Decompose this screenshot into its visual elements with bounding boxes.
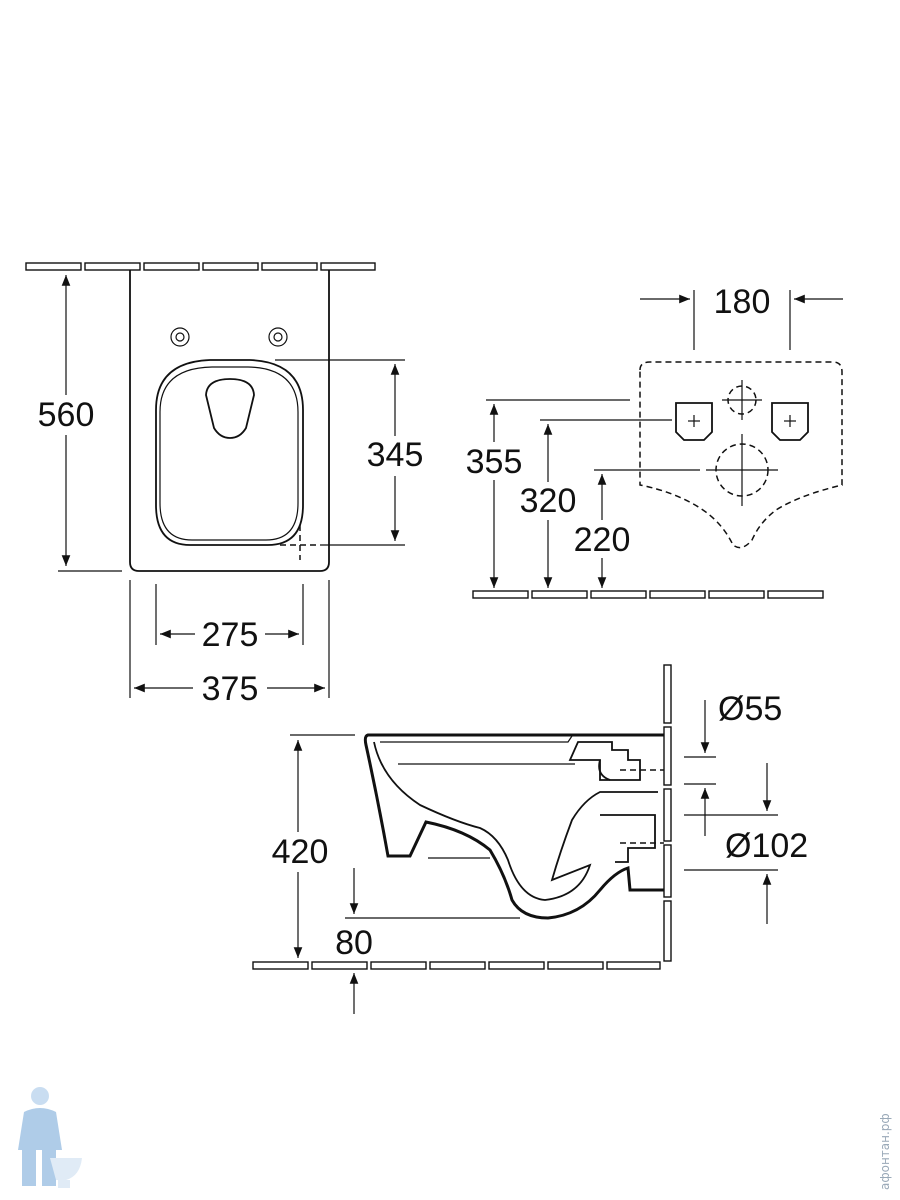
dim-80-label: 80 bbox=[335, 924, 373, 962]
dim-d102-label: Ø102 bbox=[725, 827, 808, 865]
watermark-text: афонтан.рф bbox=[878, 1113, 892, 1190]
floor-strip-rear bbox=[472, 590, 824, 599]
dim-180-label: 180 bbox=[714, 283, 771, 321]
dim-320: 320 bbox=[514, 419, 672, 588]
dim-d102: Ø102 bbox=[684, 763, 820, 924]
side-view: 420 80 Ø55 Ø102 bbox=[252, 664, 820, 1014]
dim-220: 220 bbox=[568, 469, 700, 588]
bolt-plate-left bbox=[675, 402, 713, 441]
dim-d55: Ø55 bbox=[684, 690, 782, 836]
floor-strip-side bbox=[252, 961, 661, 970]
dim-d55-label: Ø55 bbox=[718, 690, 782, 728]
dim-220-label: 220 bbox=[574, 521, 631, 559]
dim-355-label: 355 bbox=[466, 443, 523, 481]
rear-view: 180 355 320 220 bbox=[460, 283, 843, 599]
wall-strip-side bbox=[663, 664, 672, 962]
dim-420-label: 420 bbox=[272, 833, 329, 871]
bowl-outline-top bbox=[129, 270, 330, 572]
dim-80: 80 bbox=[335, 868, 520, 1014]
wall-strip-top bbox=[25, 262, 376, 271]
dim-560-label: 560 bbox=[38, 396, 95, 434]
bowl-inner bbox=[373, 741, 658, 901]
dim-320-label: 320 bbox=[520, 482, 577, 520]
dim-275-label: 275 bbox=[202, 616, 259, 654]
outlet-connector bbox=[600, 814, 656, 863]
dim-420: 420 bbox=[265, 734, 355, 958]
dim-180: 180 bbox=[640, 283, 843, 350]
rear-outline-dashed bbox=[639, 361, 843, 549]
outlet-marker bbox=[706, 434, 778, 506]
top-view: 560 345 275 375 bbox=[25, 262, 432, 708]
dim-345: 345 bbox=[275, 359, 432, 546]
bowl-opening bbox=[205, 378, 255, 439]
dim-345-label: 345 bbox=[367, 436, 424, 474]
bolt-holes bbox=[170, 327, 288, 347]
seat-inner bbox=[159, 366, 299, 541]
bolt-plate-right bbox=[771, 402, 809, 441]
dim-355: 355 bbox=[460, 399, 630, 588]
plumber-mascot-icon bbox=[18, 1087, 82, 1188]
inlet-connector bbox=[568, 741, 641, 781]
dim-275: 275 bbox=[155, 584, 304, 654]
bowl-profile bbox=[363, 733, 664, 920]
dim-375: 375 bbox=[129, 580, 330, 708]
seat-outline bbox=[155, 359, 304, 546]
dim-560: 560 bbox=[30, 275, 122, 572]
dim-375-label: 375 bbox=[202, 670, 259, 708]
inlet-marker bbox=[722, 380, 762, 420]
